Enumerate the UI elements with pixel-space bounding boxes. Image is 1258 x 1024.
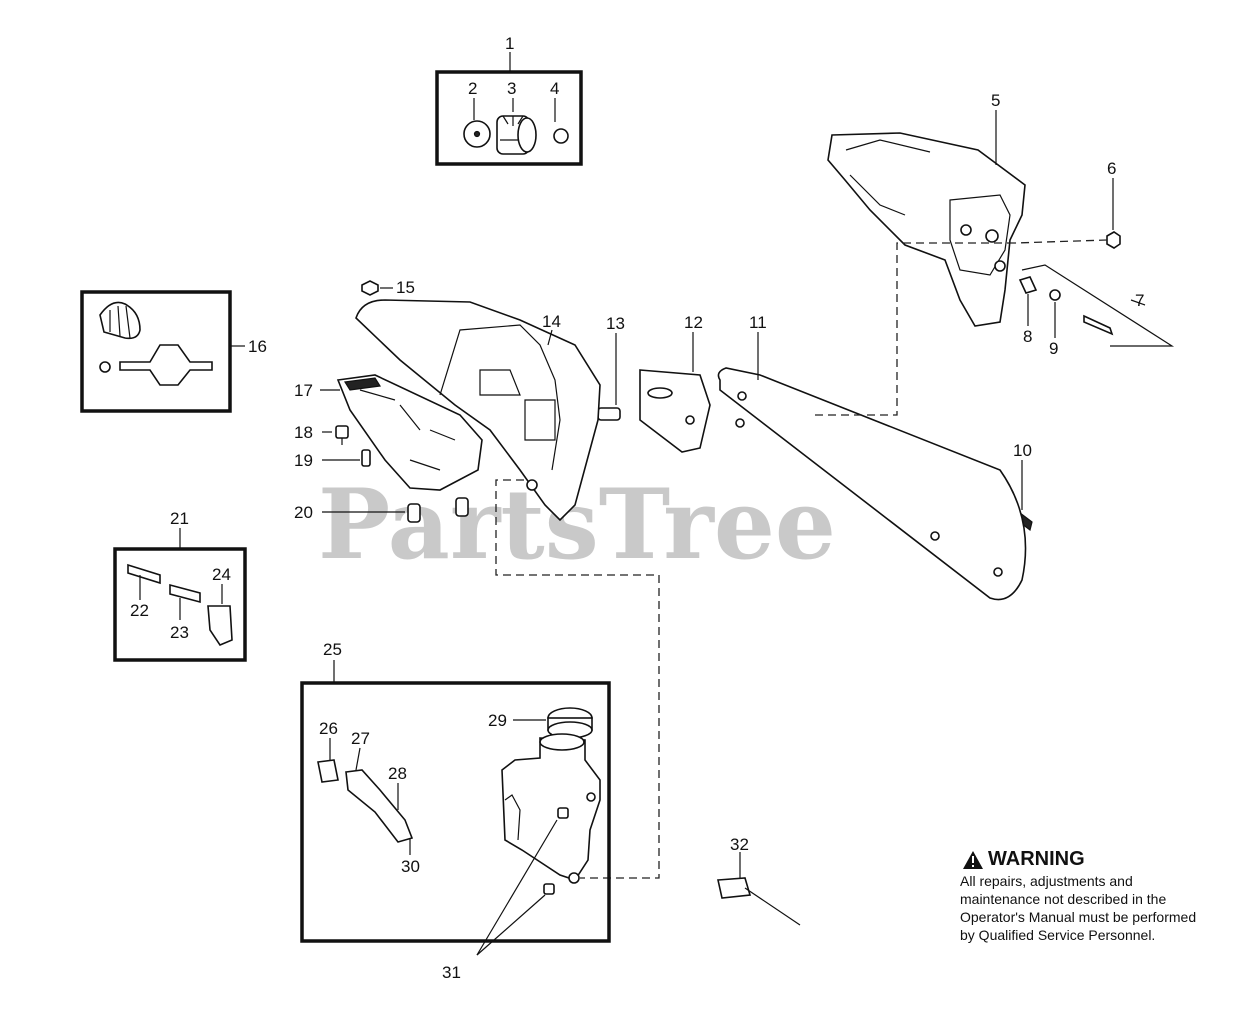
callout-23: 23 — [170, 623, 189, 642]
callout-14: 14 — [542, 312, 561, 331]
callout-29: 29 — [488, 711, 507, 730]
part-7-bolt — [1083, 314, 1114, 336]
callout-27: 27 — [351, 729, 370, 748]
callout-26: 26 — [319, 719, 338, 738]
callout-17: 17 — [294, 381, 313, 400]
part-5-sprocket-cover — [827, 110, 1026, 327]
callout-4: 4 — [550, 79, 559, 98]
callout-12: 12 — [684, 313, 703, 332]
warning-title: WARNING — [988, 848, 1085, 870]
callout-20: 20 — [294, 503, 313, 522]
callout-30: 30 — [401, 857, 420, 876]
part-8-clip — [1018, 276, 1038, 294]
part-14-housing — [355, 299, 601, 522]
part-27-hose — [345, 769, 414, 843]
group-25-oil-tank — [300, 660, 611, 956]
group-21-oil-pump — [113, 528, 247, 662]
part-23-pin — [169, 583, 201, 604]
warning-text: All repairs, adjustments and maintenance… — [960, 873, 1197, 943]
callout-15: 15 — [396, 278, 415, 297]
callout-24: 24 — [212, 565, 231, 584]
callout-16: 16 — [248, 337, 267, 356]
callout-9: 9 — [1049, 339, 1058, 358]
part-31-screw-a — [557, 807, 569, 819]
callout-31: 31 — [442, 963, 461, 982]
part-12-bar-plate — [639, 332, 711, 453]
part-18-screw — [322, 425, 349, 445]
callout-18: 18 — [294, 423, 313, 442]
part-22-worm — [127, 563, 161, 585]
part-4-ring — [553, 128, 569, 144]
group-1-sprocket-kit — [435, 52, 583, 166]
callout-8: 8 — [1023, 327, 1032, 346]
callout-25: 25 — [323, 640, 342, 659]
part-24-bracket — [207, 605, 233, 646]
part-19-screw — [322, 449, 371, 467]
group-16-clutch — [80, 290, 245, 413]
callout-21: 21 — [170, 509, 189, 528]
part-26-clip — [317, 759, 339, 783]
part-31-screw-b — [543, 883, 555, 895]
callout-22: 22 — [130, 601, 149, 620]
callout-6: 6 — [1107, 159, 1116, 178]
part-7-bracket-kit — [1018, 264, 1175, 347]
callout-11: 11 — [749, 313, 767, 332]
part-29-cap — [513, 707, 593, 739]
part-32-tool — [717, 852, 801, 926]
callout-5: 5 — [991, 91, 1000, 110]
callout-32: 32 — [730, 835, 749, 854]
part-13-stud — [597, 333, 621, 421]
part-6-nut — [1106, 178, 1121, 249]
warning-triangle-icon — [963, 851, 983, 869]
oil-tank-body — [501, 733, 601, 884]
callout-2: 2 — [468, 79, 477, 98]
callout-19: 19 — [294, 451, 313, 470]
part-11-guide-bar — [717, 332, 1027, 601]
part-3-sprocket — [496, 115, 537, 155]
callout-28: 28 — [388, 764, 407, 783]
part-17-chain-brake-assembly — [320, 374, 483, 491]
callout-13: 13 — [606, 314, 625, 333]
part-20-screws — [322, 497, 469, 523]
callout-3: 3 — [507, 79, 516, 98]
part-15-nut — [361, 280, 393, 296]
callout-1: 1 — [505, 34, 514, 53]
callout-10: 10 — [1013, 441, 1032, 460]
callout-7: 7 — [1135, 291, 1144, 310]
part-9-washer — [1049, 289, 1061, 301]
